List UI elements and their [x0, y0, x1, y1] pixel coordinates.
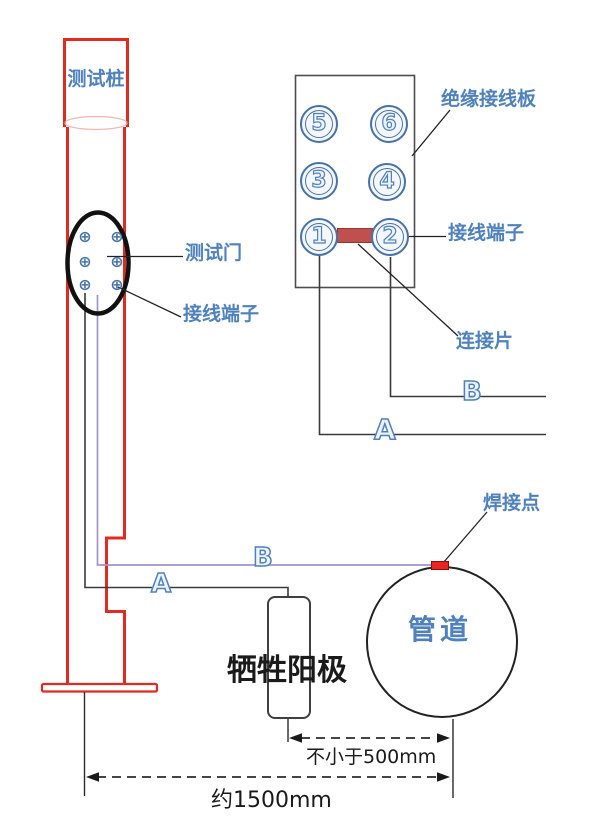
- board-terminal-5-inner: 5: [305, 110, 333, 138]
- board-terminal-4-number: 4: [379, 169, 396, 194]
- board-terminal-2-inner: 2: [376, 223, 404, 251]
- cable-a-lower-label: A: [150, 569, 172, 599]
- board-cable-a: [318, 256, 546, 436]
- board-label: 绝缘接线板: [441, 88, 537, 110]
- dim-1500-arrow-left: [86, 772, 99, 782]
- weld-point-leader: [442, 511, 488, 564]
- dim-500-label: 不小于500mm: [306, 746, 437, 768]
- door-terminal-icon: ⊕: [110, 252, 124, 271]
- left-terminal-leader: [117, 286, 182, 318]
- board-terminal-5-number: 5: [311, 111, 328, 136]
- board-cable-b: [389, 257, 546, 398]
- pile-cap-outline: [63, 38, 129, 127]
- door-terminal-icon: ⊕: [78, 252, 92, 271]
- anode-label: 牺牲阳极: [227, 653, 347, 688]
- connector-label: 连接片: [456, 330, 514, 352]
- door-terminal-icon: ⊕: [110, 275, 124, 294]
- test-door-oval: [65, 210, 131, 316]
- board-terminal-1: 1: [300, 218, 338, 256]
- test-door-label: 测试门: [185, 242, 243, 264]
- anode-outline: [267, 596, 311, 719]
- wire-b-path: [96, 295, 432, 566]
- dim-500-arrow-left: [289, 733, 302, 743]
- board-terminal-2: 2: [371, 218, 409, 256]
- board-terminal-3: 3: [300, 162, 338, 200]
- board-terminal-6-inner: 6: [375, 110, 403, 138]
- cable-b-upper-label: B: [461, 377, 482, 407]
- board-terminal-4-inner: 4: [373, 168, 401, 196]
- board-terminal-4: 4: [368, 163, 406, 201]
- door-terminal-icon: ⊕: [110, 227, 124, 246]
- pipe-label: 管道: [408, 613, 473, 646]
- weld-point-marker: [431, 561, 449, 570]
- board-terminal-6: 6: [370, 105, 408, 143]
- board-terminal-1-inner: 1: [305, 223, 333, 251]
- pile-cap-ellipse: [64, 115, 128, 131]
- board-terminal-2-number: 2: [382, 224, 399, 249]
- test-pile-label: 测试桩: [67, 68, 125, 90]
- connecting-piece: [337, 228, 373, 243]
- board-label-leader: [411, 109, 451, 157]
- door-terminal-icon: ⊕: [78, 275, 92, 294]
- dim-500-arrow-right: [437, 733, 450, 743]
- cable-b-lower-label: B: [252, 543, 273, 573]
- board-terminal-label: 接线端子: [448, 222, 525, 244]
- dim-1500-label: 约1500mm: [211, 788, 332, 813]
- board-terminal-6-number: 6: [381, 111, 398, 136]
- board-terminal-3-inner: 3: [305, 167, 333, 195]
- board-terminal-5: 5: [300, 105, 338, 143]
- board-terminal-1-number: 1: [311, 224, 328, 249]
- pile-base-flange: [40, 682, 159, 693]
- board-terminal-3-number: 3: [311, 168, 328, 193]
- left-terminal-label: 接线端子: [183, 303, 260, 325]
- door-terminal-icon: ⊕: [78, 227, 92, 246]
- wire-a-path: [84, 293, 289, 599]
- weld-point-label: 焊接点: [483, 492, 541, 514]
- connector-leader: [357, 243, 459, 337]
- pile-right-edge-stepped: [105, 127, 126, 686]
- cable-a-upper-label: A: [373, 413, 396, 446]
- dim-1500-arrow-right: [437, 772, 450, 782]
